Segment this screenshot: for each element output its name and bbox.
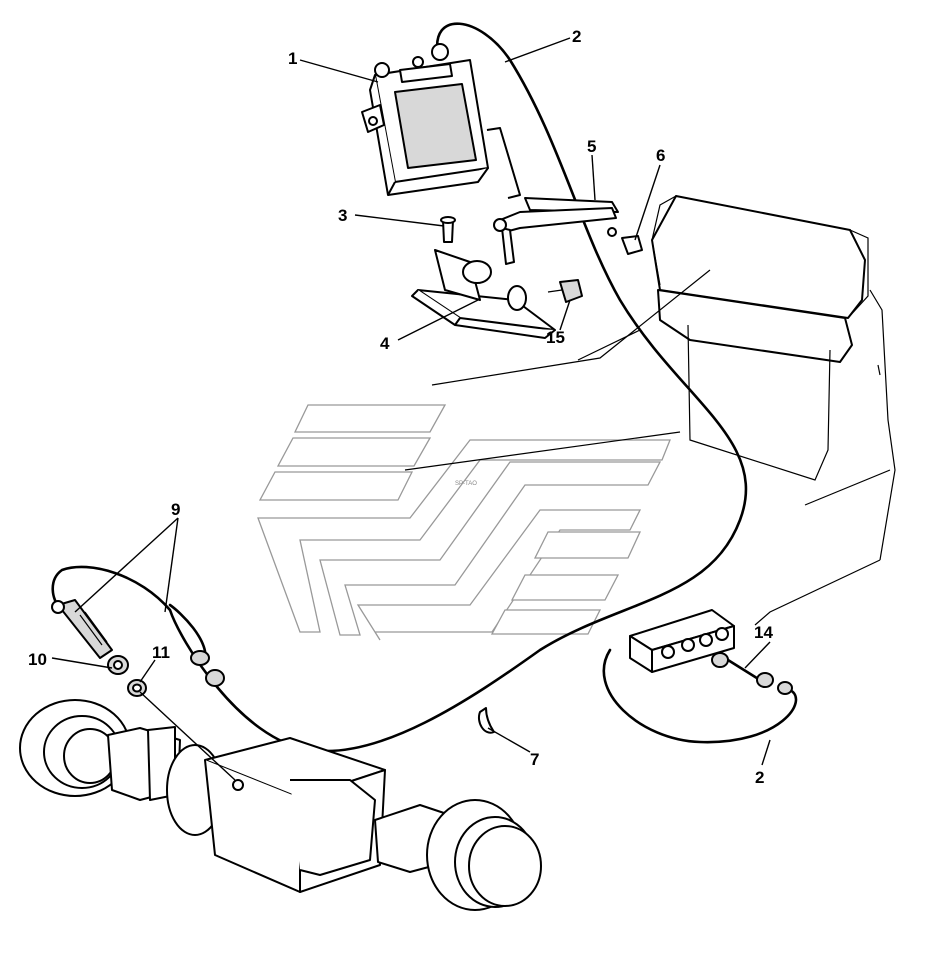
callout-9: 9: [171, 500, 180, 519]
cab-outline: [404, 195, 896, 626]
callout-15: 15: [546, 328, 565, 347]
callout-2-top: 2: [572, 27, 581, 46]
connector-jumper: [726, 658, 762, 682]
callout-4: 4: [380, 334, 390, 353]
connector-cable: [602, 648, 798, 744]
sensor-plug: [190, 650, 225, 687]
connector: [711, 652, 793, 695]
callout-labels: 1 2 2 3 4 5 6 7 9 10 11 14 15: [28, 27, 773, 787]
callout-5: 5: [587, 137, 596, 156]
harness-cable: [51, 22, 748, 753]
clip: [607, 227, 643, 255]
callout-6: 6: [656, 146, 665, 165]
knob-screw: [547, 279, 583, 303]
cable-tie: [478, 707, 495, 734]
callout-2-bottom: 2: [755, 768, 764, 787]
callout-3: 3: [338, 206, 347, 225]
callout-11: 11: [152, 643, 170, 662]
washer: [127, 679, 147, 697]
leader-lines: [51, 37, 771, 781]
speed-sensor: [51, 599, 113, 659]
callout-14: 14: [754, 623, 773, 642]
watermark-text: SP-TAO: [455, 481, 477, 487]
axle-assembly: [19, 699, 542, 911]
lever-arm: [493, 197, 619, 265]
bracket: [411, 249, 556, 339]
callout-1: 1: [288, 49, 297, 68]
callout-7: 7: [530, 750, 539, 769]
nut: [107, 655, 129, 675]
control-unit: [361, 43, 521, 199]
bolt: [440, 216, 456, 243]
junction-block: [629, 609, 735, 673]
watermark-logo: SP-TAO: [257, 404, 671, 641]
callout-10: 10: [28, 650, 47, 669]
